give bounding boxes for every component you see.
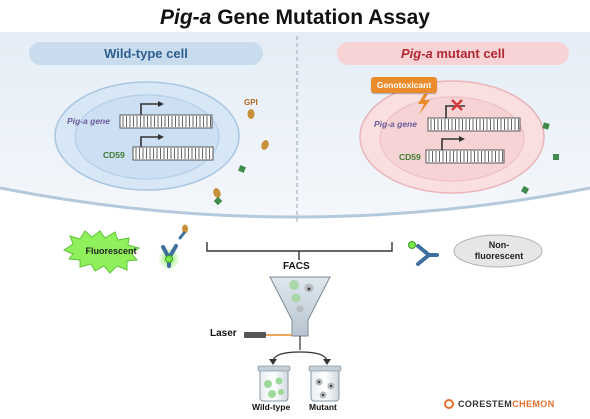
facs-label: FACS	[283, 261, 310, 272]
cd59-protein-icon	[520, 185, 530, 195]
mut-cd59-dna	[425, 149, 505, 164]
wt-cd59-promoter-arrow	[140, 136, 160, 147]
sort-arrowhead-right	[323, 359, 331, 365]
mut-cd59-label: CD59	[399, 152, 421, 162]
gpi-anchor-icon	[247, 109, 255, 119]
cell-particle	[291, 293, 301, 303]
logo-mark-icon	[444, 399, 454, 409]
wild-type-tube	[257, 365, 291, 402]
non-fluorescent-bubble	[453, 234, 543, 268]
wt-pig-a-gene-label: Pig-a gene	[67, 116, 110, 126]
wt-cd59-label: CD59	[103, 150, 125, 160]
wt-gene-arrowhead	[158, 101, 164, 107]
mut-cd59-arrowhead	[459, 136, 465, 142]
mutant-antibody-icon	[408, 241, 439, 266]
wild-type-tube-label: Wild-type	[252, 402, 291, 412]
cell-particle	[296, 305, 304, 313]
cell-particle	[289, 280, 299, 290]
gpi-anchor-icon	[261, 140, 269, 150]
wt-cd59-arrowhead	[158, 134, 164, 140]
fluorescent-label: Fluorescent	[85, 246, 137, 256]
facs-bracket	[206, 242, 393, 252]
cell-membrane	[0, 186, 590, 219]
laser-label: Laser	[210, 328, 237, 339]
sort-split	[272, 351, 328, 363]
mut-pig-a-gene-label: Pig-a gene	[374, 119, 417, 129]
wt-gene-promoter-arrow	[140, 103, 160, 115]
blocked-expression-icon	[451, 99, 463, 111]
gpi-anchor-icon	[213, 188, 221, 198]
wt-antibody-icon	[158, 224, 188, 270]
cd59-protein-icon	[553, 154, 559, 160]
wild-type-header: Wild-type cell	[29, 42, 263, 65]
mutant-tube-label: Mutant	[309, 402, 337, 412]
non-fluorescent-label: Non- fluorescent	[474, 240, 524, 261]
wt-cd59-dna	[132, 146, 214, 161]
mutant-tube	[308, 365, 342, 402]
mutant-header: Pig-a mutant cell	[337, 42, 569, 65]
cd59-protein-icon	[213, 196, 223, 206]
cd59-protein-icon	[542, 122, 550, 130]
gpi-label: GPI	[244, 98, 258, 107]
company-logo: CORESTEMCHEMON	[444, 399, 555, 409]
wt-pig-a-dna	[119, 114, 213, 129]
genotoxicant-badge: Genotoxicant	[371, 77, 437, 93]
cd59-protein-icon	[238, 165, 246, 173]
fluorescent-burst	[62, 230, 141, 274]
sort-arrowhead-left	[269, 359, 277, 365]
cell-particle-core	[307, 287, 311, 291]
mut-pig-a-dna	[427, 117, 521, 132]
mut-cd59-promoter-arrow	[441, 138, 461, 150]
laser-device	[244, 332, 266, 338]
page-title: Pig-a Gene Mutation Assay	[160, 6, 430, 29]
lightning-icon	[418, 94, 430, 115]
